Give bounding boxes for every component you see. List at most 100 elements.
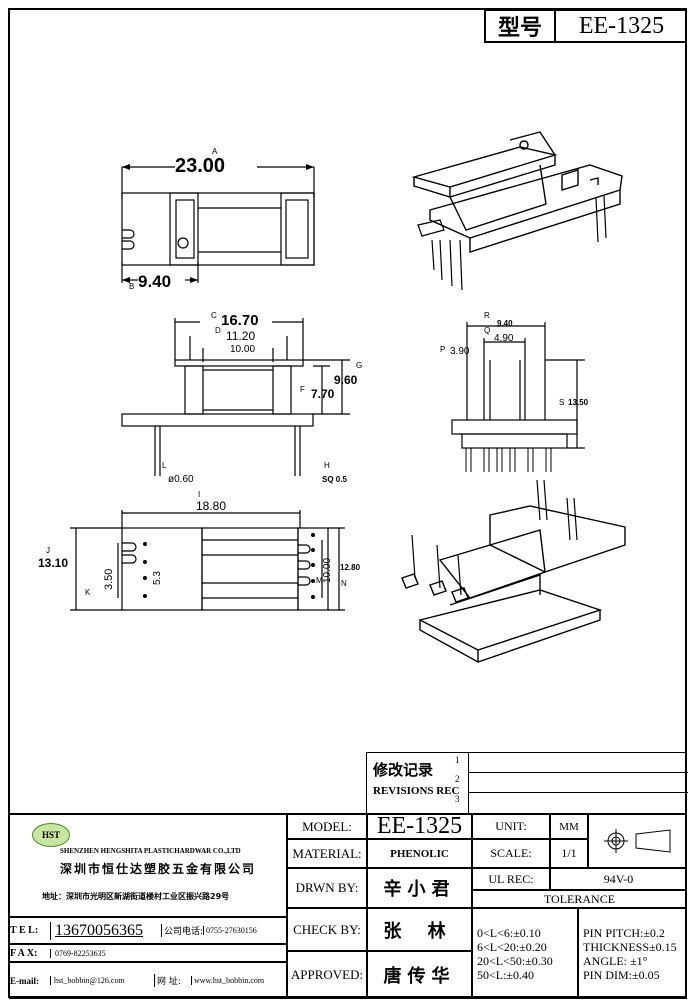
scale-label: SCALE: <box>472 839 550 868</box>
approved-label: APPROVED: <box>287 951 367 999</box>
tag-f: F <box>300 385 305 394</box>
pin-dim: PIN DIM:±0.05 <box>583 967 660 982</box>
dim-j: 13.10 <box>38 556 68 570</box>
dim-d: 11.20 <box>226 329 255 343</box>
projection-icon <box>603 829 670 853</box>
rev-mark-1: 1 <box>455 755 460 765</box>
drawing-sheet <box>8 8 687 998</box>
tolerance-label: TOLERANCE <box>472 890 687 908</box>
dim-h: SQ 0.5 <box>322 475 347 484</box>
revisions-rows <box>468 753 688 813</box>
tag-q: Q <box>484 326 490 335</box>
dim-53: 5.3 <box>152 571 163 585</box>
tolerance-list: 0<L<6:±0.10 6<L<20:±0.20 20<L<50:±0.30 5… <box>472 908 578 999</box>
web-label: 网 址: <box>154 974 191 987</box>
revisions-subtitle: REVISIONS REC <box>373 785 460 797</box>
approved-value: 唐传华 <box>367 951 472 999</box>
title-block: HST SHENZHEN HENGSHITA PLASTICHARDWAR CO… <box>9 813 687 999</box>
web-value: www.hst_bobbin.com <box>191 976 264 985</box>
tel-label: T E L: <box>10 925 39 936</box>
tol-4: 50<L:±0.40 <box>477 967 535 982</box>
top-view-arrows <box>122 164 314 283</box>
company-tel: 0755-27630156 <box>203 926 257 935</box>
tol-2: 6<L<20:±0.20 <box>477 939 547 954</box>
isometric-view-bottom <box>401 505 626 664</box>
drawn-value: 辛小君 <box>367 868 472 908</box>
check-value: 张 林 <box>367 908 472 951</box>
check-label: CHECK BY: <box>287 908 367 951</box>
dim-s: 13.50 <box>568 398 589 407</box>
fax-row: F A X: 0769-82253635 <box>9 944 287 962</box>
angle: ANGLE: ±1° <box>583 953 648 968</box>
isometric-view-bottom-pins <box>411 479 578 596</box>
tag-m: M <box>316 576 323 585</box>
model-value: EE-1325 <box>578 12 665 39</box>
email-row: E-mail: hst_bobbin@126.com 网 址: www.hst_… <box>9 962 287 999</box>
rev-mark-2: 2 <box>455 774 460 784</box>
isometric-view-top <box>411 131 623 253</box>
tag-a: A <box>212 147 218 156</box>
dim-f: 7.70 <box>311 387 335 401</box>
tag-h: H <box>324 461 330 470</box>
unit-value: MM <box>550 814 588 839</box>
dim-q: 4.90 <box>494 333 514 344</box>
tag-i: I <box>198 490 200 499</box>
dimension-labels: 23.00 A 9.40 B 16.70 C 11.20 D 10.00 9.6… <box>38 147 589 597</box>
model-label: MODEL: <box>287 814 367 839</box>
thickness: THICKNESS±0.15 <box>583 939 677 954</box>
dim-l: ø0.60 <box>168 474 194 485</box>
header-model-box: 型号 EE-1325 <box>484 9 687 43</box>
top-view <box>121 166 315 283</box>
ul-label: UL REC: <box>472 868 550 890</box>
pin-tolerance-list: PIN PITCH:±0.2 THICKNESS±0.15 ANGLE: ±1°… <box>578 908 687 999</box>
tag-j: J <box>46 546 50 555</box>
dim-a: 23.00 <box>175 155 225 177</box>
projection-symbol <box>588 814 687 868</box>
dim-c: 16.70 <box>221 312 259 329</box>
tag-b: B <box>129 282 134 291</box>
model-key: 型号 <box>486 11 556 41</box>
tag-s: S <box>559 398 564 407</box>
model-value-tb: EE-1325 <box>367 813 472 839</box>
company-address: 地址：深圳市光明区新湖街道楼村工业区振兴路29号 <box>42 892 230 901</box>
scale-value: 1/1 <box>550 839 588 868</box>
dim-p: 3.90 <box>450 346 470 357</box>
front-view <box>121 318 350 476</box>
tol-1: 0<L<6:±0.10 <box>477 925 541 940</box>
ul-value: 94V-0 <box>550 868 687 890</box>
rev-mark-3: 3 <box>455 794 460 804</box>
tel-value: 13670056365 <box>50 921 161 940</box>
isometric-view-top-pins <box>417 195 607 291</box>
dim-r: 9.40 <box>497 319 513 328</box>
fax-label: F A X: <box>10 947 38 959</box>
tag-n: N <box>341 579 347 588</box>
tag-c: C <box>211 311 217 320</box>
material-label: MATERIAL: <box>287 839 367 868</box>
drawn-label: DRWN BY: <box>287 868 367 908</box>
bottom-view-pins <box>143 533 315 599</box>
dim-i: 18.80 <box>196 499 226 513</box>
tol-3: 20<L<50:±0.30 <box>477 953 553 968</box>
dim-n: 12.80 <box>340 563 361 572</box>
dim-g: 9.60 <box>334 373 358 387</box>
email-value: hst_bobbin@126.com <box>50 976 154 985</box>
revisions-title: 修改记录 <box>373 761 434 779</box>
email-label: E-mail: <box>10 975 39 986</box>
unit-label: UNIT: <box>472 814 550 839</box>
tel-row: T E L: 13670056365 公司电话: 0755-27630156 <box>9 917 287 944</box>
company-logo: HST <box>32 823 70 847</box>
company-tel-label: 公司电话: <box>161 924 203 937</box>
dim-e: 10.00 <box>230 344 255 355</box>
revisions-block: 修改记录 REVISIONS REC 1 2 3 <box>366 752 688 814</box>
tag-k: K <box>85 588 91 597</box>
tag-d: D <box>215 326 221 335</box>
dim-b: 9.40 <box>138 272 171 291</box>
dim-k: 3.50 <box>103 569 115 590</box>
tag-g: G <box>356 361 362 370</box>
tag-r: R <box>484 311 490 320</box>
tag-l: L <box>162 461 167 470</box>
tag-p: P <box>440 345 445 354</box>
bottom-view <box>70 510 345 611</box>
company-name-en: SHENZHEN HENGSHITA PLASTICHARDWAR CO.,LT… <box>60 847 241 855</box>
material-value: PHENOLIC <box>367 839 472 868</box>
